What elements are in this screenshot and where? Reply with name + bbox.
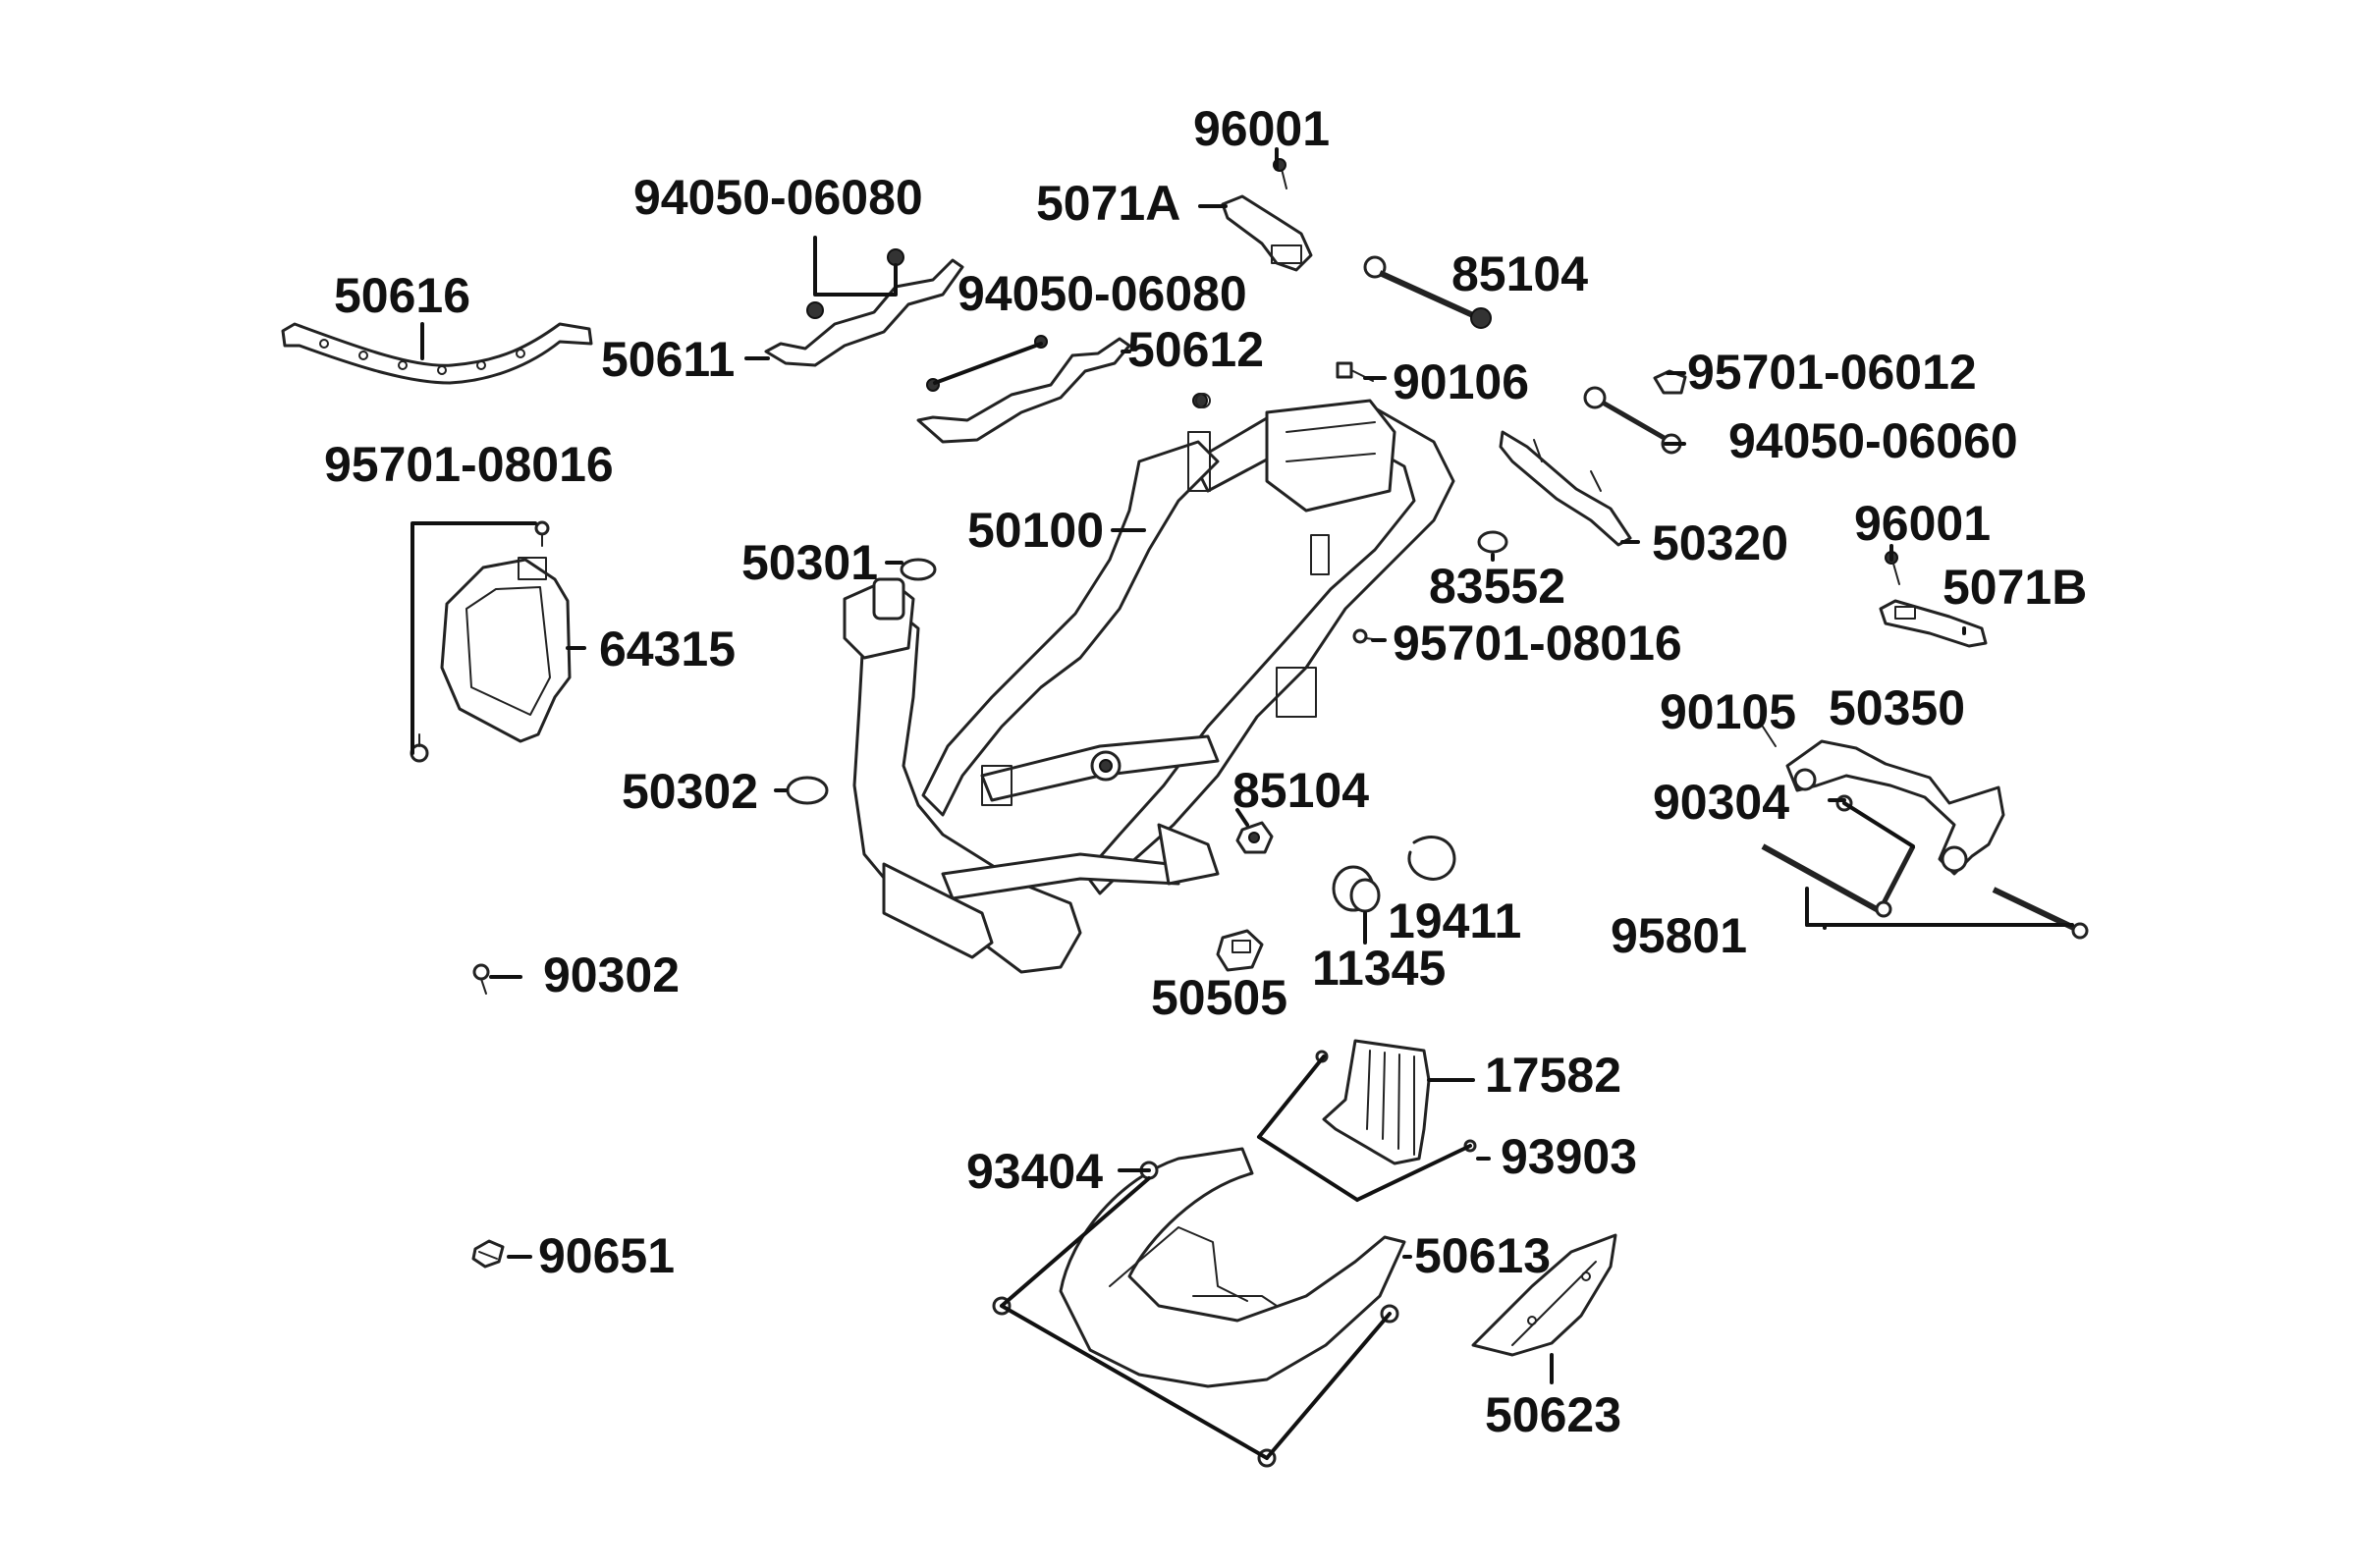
part-50613-drawing — [992, 1147, 1406, 1468]
label-50320: 50320 — [1652, 515, 1788, 570]
part-95801-drawing — [1761, 794, 2089, 940]
part-50505-drawing — [1216, 929, 1264, 972]
part-50616-drawing — [281, 322, 593, 385]
label-90304: 90304 — [1653, 775, 1789, 830]
part-50623-drawing — [1471, 1233, 1617, 1357]
label-96001-right: 96001 — [1854, 496, 1991, 551]
label-11345: 11345 — [1312, 941, 1446, 996]
label-83552: 83552 — [1429, 559, 1565, 614]
label-5071B: 5071B — [1943, 560, 2087, 615]
part-85104-top-drawing — [1363, 255, 1492, 329]
label-50100: 50100 — [967, 503, 1104, 558]
label-50616: 50616 — [334, 268, 470, 323]
label-50302: 50302 — [622, 764, 758, 819]
part-19411-drawing — [1407, 836, 1456, 881]
part-17582-drawing — [1315, 1039, 1477, 1165]
part-5071A-drawing — [1221, 158, 1313, 272]
label-94050-06080-b: 94050-06080 — [958, 266, 1247, 321]
part-11345-drawing — [1332, 865, 1381, 945]
part-83552-drawing — [1477, 530, 1508, 554]
label-93903: 93903 — [1501, 1129, 1637, 1184]
label-50623: 50623 — [1485, 1387, 1621, 1442]
label-85104-mid: 85104 — [1232, 763, 1369, 818]
label-94050-06080-a: 94050-06080 — [633, 170, 923, 225]
label-90105: 90105 — [1660, 684, 1796, 739]
part-50302-drawing — [786, 776, 829, 805]
part-50301-drawing — [900, 558, 937, 581]
part-85104-mid-drawing — [1235, 821, 1274, 854]
label-96001-top: 96001 — [1193, 101, 1330, 156]
label-50611: 50611 — [601, 332, 735, 387]
label-95701-08016-mid: 95701-08016 — [1393, 616, 1682, 671]
leader-lines — [410, 147, 2074, 1460]
label-50505: 50505 — [1151, 970, 1287, 1025]
label-17582: 17582 — [1485, 1048, 1621, 1103]
label-94050-06060: 94050-06060 — [1728, 413, 2018, 468]
part-labels: 96001 5071A 94050-06080 85104 50616 9405… — [324, 101, 2087, 1442]
label-50350: 50350 — [1829, 680, 1965, 735]
label-93404: 93404 — [966, 1144, 1103, 1199]
label-64315: 64315 — [599, 622, 736, 676]
label-90106: 90106 — [1393, 354, 1529, 409]
part-90302-drawing — [472, 963, 490, 995]
label-50612: 50612 — [1127, 322, 1264, 377]
part-95701-06012-drawing — [1583, 369, 1687, 455]
label-95701-06012: 95701-06012 — [1687, 345, 1977, 400]
label-19411: 19411 — [1388, 893, 1521, 948]
part-5071B-drawing — [1879, 551, 1988, 648]
label-85104-top: 85104 — [1451, 246, 1588, 301]
part-90651-drawing — [471, 1239, 505, 1269]
part-50100-frame-drawing — [843, 399, 1455, 974]
label-95801: 95801 — [1611, 908, 1747, 963]
label-50301: 50301 — [741, 535, 878, 590]
part-50350-drawing — [1762, 726, 2005, 876]
label-90651: 90651 — [538, 1228, 675, 1283]
part-50611-drawing — [764, 248, 964, 367]
label-95701-08016-left: 95701-08016 — [324, 437, 614, 492]
label-50613: 50613 — [1414, 1228, 1551, 1283]
label-5071A: 5071A — [1036, 176, 1180, 231]
part-50320-drawing — [1499, 430, 1632, 547]
part-64315-drawing — [410, 520, 572, 763]
label-90302: 90302 — [543, 947, 680, 1002]
